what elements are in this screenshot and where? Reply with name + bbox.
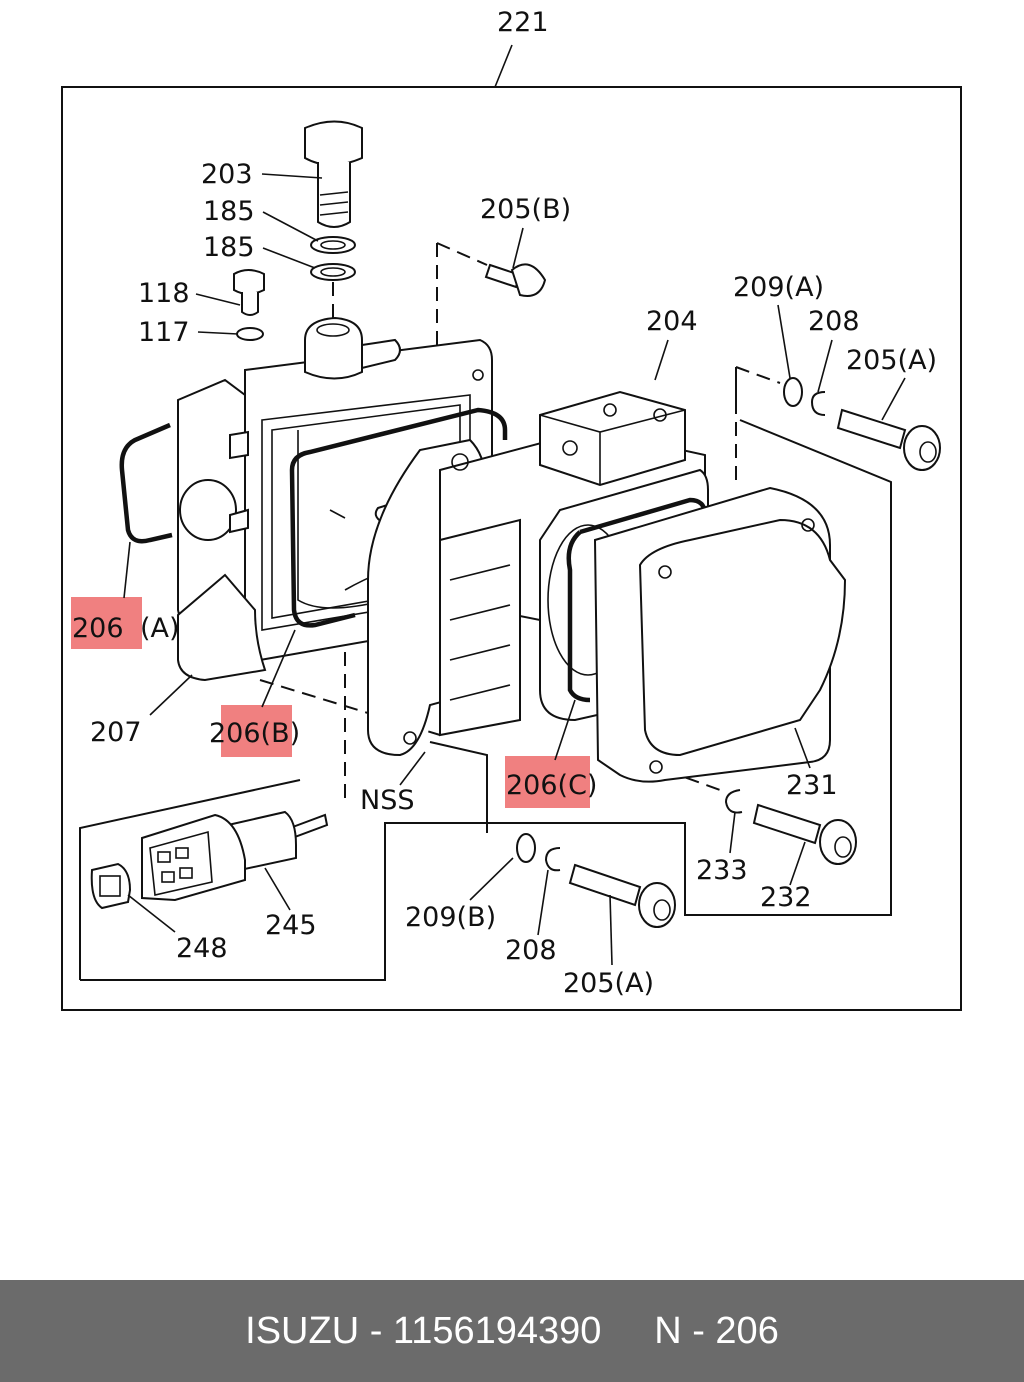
label-208-bottom: 208 [505,935,557,966]
label-208-top: 208 [808,306,860,337]
label-221: 221 [497,7,549,38]
washer-209b-icon [516,833,536,863]
parts-diagram: 221 203 185 185 205(B) 118 117 209(A) 20… [61,7,962,1011]
gasket-206b-icon [289,407,508,471]
label-nss: NSS [360,785,414,816]
label-205a-bottom: 205(A) [563,968,654,999]
part-number-caption: ISUZU - 1156194390 N - 206 [245,1310,779,1352]
connector-group-frame [79,779,301,980]
label-209b: 209(B) [405,902,496,933]
screw-118-icon [233,269,265,316]
washer-185a-icon [310,236,356,254]
clip-233-icon [724,789,743,814]
label-233: 233 [696,855,748,886]
washer-117-icon [236,327,264,341]
label-204: 204 [646,306,698,337]
label-245: 245 [265,910,317,941]
label-185-a: 185 [203,196,255,227]
label-206b: 206(B) [209,718,300,749]
bolt-205a-top-icon [836,408,941,471]
label-231: 231 [786,770,838,801]
cap-248-icon [90,862,132,910]
label-206c: 206(C) [506,770,597,801]
bolt-203-icon [304,120,363,228]
gasket-206a-icon [119,422,173,544]
clip-208-bottom-icon [544,847,561,872]
label-206a-suffix: (A) [140,613,180,644]
label-117: 117 [138,317,190,348]
highlight-206b [221,705,292,757]
housing-204-icon [539,390,686,487]
label-248: 248 [176,933,228,964]
washer-209a-icon [783,377,803,407]
label-118: 118 [138,278,190,309]
label-207: 207 [90,717,142,748]
label-205a-top: 205(A) [846,345,937,376]
bolt-group-frame [429,741,488,833]
footer-bar: ISUZU - 1156194390 N - 206 [0,1280,1024,1382]
label-203: 203 [201,159,253,190]
label-206a: 206 [72,613,124,644]
washer-185b-icon [310,263,356,281]
bolt-232-icon [752,803,857,865]
connector-245-icon [141,810,329,902]
highlight-206c [505,756,590,808]
bolt-205b-icon [484,263,547,297]
label-232: 232 [760,882,812,913]
bolt-205a-bottom-icon [568,863,676,928]
leader-lines [123,173,906,966]
label-185-b: 185 [203,232,255,263]
clip-208-top-icon [810,391,826,416]
dash-205b [436,242,488,266]
label-205b: 205(B) [480,194,571,225]
bracket-207-icon [177,573,267,682]
highlight-206a [71,597,142,649]
assembly-frame [61,86,962,1011]
cover-231-icon [593,486,847,783]
label-209a: 209(A) [733,272,824,303]
